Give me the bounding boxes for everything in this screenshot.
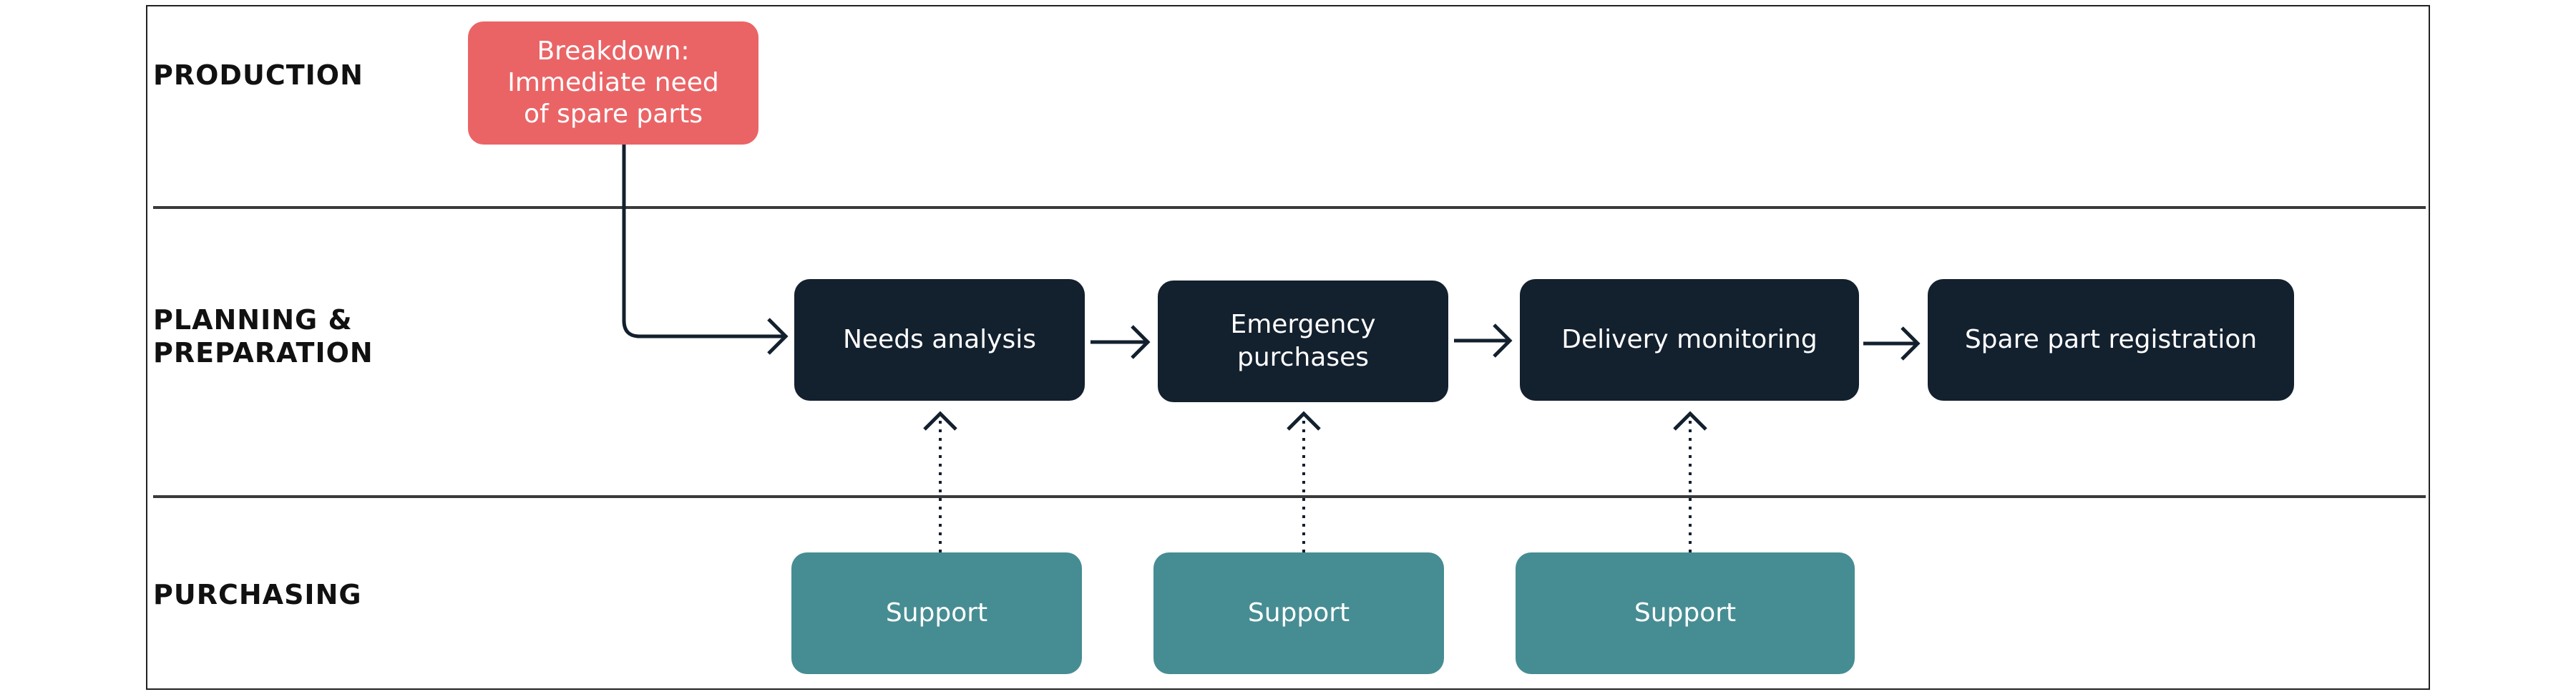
node-support-3: Support bbox=[1516, 552, 1855, 674]
lane-label-purchasing: PURCHASING bbox=[153, 579, 362, 610]
node-emergency-purchases-label: Emergency purchases bbox=[1230, 310, 1376, 372]
node-delivery-monitoring: Delivery monitoring bbox=[1520, 279, 1859, 401]
node-support-3-label: Support bbox=[1634, 598, 1737, 628]
lane-divider-bottom bbox=[153, 495, 2426, 498]
lane-label-production: PRODUCTION bbox=[153, 59, 364, 91]
node-needs-analysis-label: Needs analysis bbox=[842, 325, 1037, 354]
node-delivery-monitoring-label: Delivery monitoring bbox=[1561, 325, 1818, 354]
arrowhead-needs bbox=[767, 318, 789, 355]
node-spare-part-registration: Spare part registration bbox=[1928, 279, 2294, 401]
arrowhead-emergency bbox=[1131, 325, 1151, 359]
arrowhead-support-2 bbox=[1287, 411, 1321, 431]
arrowhead-support-1 bbox=[923, 411, 957, 431]
connector-breakdown-to-needs bbox=[622, 145, 786, 338]
node-support-2: Support bbox=[1153, 552, 1444, 674]
node-needs-analysis: Needs analysis bbox=[794, 279, 1085, 401]
node-breakdown-label: Breakdown: Immediate need of spare parts bbox=[507, 36, 719, 129]
lane-label-planning: PLANNING & PREPARATION bbox=[153, 304, 374, 369]
arrowhead-registration bbox=[1901, 326, 1921, 361]
node-spare-part-registration-label: Spare part registration bbox=[1964, 325, 2258, 354]
node-support-1: Support bbox=[791, 552, 1082, 674]
arrowhead-delivery bbox=[1493, 323, 1513, 358]
node-support-2-label: Support bbox=[1247, 598, 1350, 628]
node-breakdown: Breakdown: Immediate need of spare parts bbox=[468, 21, 758, 145]
node-emergency-purchases: Emergency purchases bbox=[1158, 281, 1448, 402]
node-support-1-label: Support bbox=[885, 598, 988, 628]
lane-divider-top bbox=[153, 206, 2426, 209]
arrowhead-support-3 bbox=[1673, 411, 1707, 431]
